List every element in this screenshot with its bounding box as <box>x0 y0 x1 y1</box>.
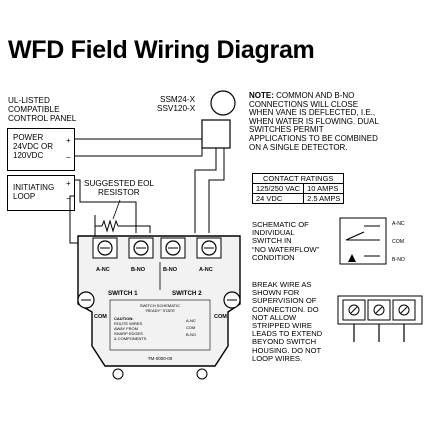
eol-pointer <box>112 199 121 220</box>
caution-5: & COMPONENTS <box>114 336 147 341</box>
detector-wire-1 <box>194 148 217 233</box>
schematic-title-1: SWITCH SCHEMATIC <box>140 303 180 308</box>
schematic-title-2: “READY” STATE <box>145 308 175 313</box>
schematic-caption-3: SWITCH IN <box>252 236 292 246</box>
power-minus-wire <box>75 148 203 157</box>
com-label-1: COM <box>94 314 107 320</box>
note-line-4: WHEN WATER IS FLOWING. DUAL <box>249 116 379 126</box>
page-title: WFD Field Wiring Diagram <box>8 36 315 64</box>
caution-1: CAUTION: <box>114 316 134 321</box>
schematic-label-bno: B-NO <box>392 257 405 263</box>
note-line-2: CONNECTIONS WILL CLOSE <box>249 99 359 109</box>
break-wire-line-4: CONNECTION. DO <box>252 304 319 314</box>
eol-resistor-icon <box>101 219 119 233</box>
initiating-loop-box: INITIATING LOOP + − <box>7 175 75 211</box>
mount-left-icon <box>112 368 124 380</box>
note-line-3: WHEN VANE IS DEFLECTED, I.E., <box>249 108 376 118</box>
break-wire-line-7: LEADS TO EXTEND <box>252 329 323 339</box>
block-term-anc: A-NC <box>186 318 196 323</box>
break-wire-line-5: NOT ALLOW <box>252 312 297 322</box>
mount-right-icon <box>196 368 208 380</box>
break-wire-line-9: HOUSING. DO NOT <box>252 345 322 355</box>
break-wire-line-1: BREAK WIRE AS <box>252 280 312 289</box>
model-ssm24: SSM24-X <box>160 95 196 104</box>
loop-plus: + <box>66 179 71 188</box>
break-wire-line-8: BEYOND SWITCH <box>252 337 317 347</box>
switch-2-label: SWITCH 2 <box>172 290 202 297</box>
rating-current-dc: 2.5 AMPS <box>303 193 345 204</box>
break-wire-line-6: STRIPPED WIRE <box>252 321 312 331</box>
note-line-5: SWITCHES PERMIT <box>249 125 324 135</box>
model-ssv120: SSV120-X <box>157 104 196 113</box>
initiating-label: INITIATING <box>13 183 55 192</box>
panel-heading-line-3: CONTROL PANEL <box>8 114 77 123</box>
eol-label-line-2: RESISTOR <box>98 188 140 197</box>
block-term-bno: B-NO <box>186 332 196 337</box>
panel-heading-line-1: UL-LISTED <box>8 96 50 105</box>
switch-housing <box>77 235 241 367</box>
block-term-com: COM <box>186 325 195 330</box>
break-wire-line-10: LOOP WIRES. <box>252 353 303 363</box>
power-minus: − <box>66 153 71 162</box>
power-box: POWER 24VDC OR 120VDC + − <box>7 128 75 171</box>
label-panel <box>109 299 211 351</box>
caution-3: AWAY FROM <box>114 326 138 331</box>
caution-2: ROUTE WIRES <box>114 321 143 326</box>
power-plus: + <box>66 136 71 145</box>
note-block: NOTE: COMMON AND B-NO CONNECTIONS WILL C… <box>249 91 425 152</box>
break-wire-text: BREAK WIRE AS SHOWN FOR SUPERVISION OF C… <box>252 280 323 363</box>
schematic-caption-2: INDIVIDUAL <box>252 228 295 238</box>
panel-heading-line-2: COMPATIBLE <box>8 105 60 114</box>
part-number: TM-0000-00 <box>148 356 173 361</box>
schematic-caption-1: SCHEMATIC OF <box>252 220 309 229</box>
terminal-label-4: A-NC <box>199 267 213 273</box>
detector-wire-2 <box>208 148 225 233</box>
break-wire-line-3: SUPERVISION OF <box>252 296 317 306</box>
switch-1-label: SWITCH 1 <box>108 290 138 297</box>
caution-4: SHARP EDGES <box>114 331 143 336</box>
break-wire-line-2: SHOWN FOR <box>252 288 300 298</box>
schematic-caption-4: “NO WATERFLOW” <box>252 244 320 254</box>
eol-lead-left <box>94 215 102 227</box>
terminal-label-2: B-NO <box>131 267 146 273</box>
schematic-lever <box>345 231 365 241</box>
power-voltage-1: 24VDC OR <box>13 142 54 151</box>
eol-lead-right <box>118 225 151 233</box>
note-line-7: ON A SINGLE DETECTOR. <box>249 142 348 152</box>
note-line-6: APPLICATIONS TO BE COMBINED <box>249 133 378 143</box>
detector-box <box>201 119 231 149</box>
eol-label-line-1: SUGGESTED EOL <box>84 179 155 188</box>
terminal-label-1: A-NC <box>96 267 110 273</box>
schematic-frame <box>339 217 387 265</box>
loop-plus-wire <box>75 179 137 233</box>
schematic-label-anc: A-NC <box>392 221 405 227</box>
schematic-caption-5: CONDITION <box>252 252 295 262</box>
detector-bell-icon <box>210 90 236 116</box>
schematic-caption: SCHEMATIC OF INDIVIDUAL SWITCH IN “NO WA… <box>252 220 320 262</box>
com-label-2: COM <box>214 314 227 320</box>
schematic-label-com: COM <box>392 239 404 245</box>
terminal-label-3: B-NO <box>163 267 178 273</box>
note-label: NOTE: <box>249 91 274 100</box>
loop-label: LOOP <box>13 192 36 201</box>
loop-minus-wire <box>69 195 78 244</box>
contact-ratings-table: CONTACT RATINGS 125/250 VAC 10 AMPS 24 V… <box>251 173 345 204</box>
schematic-arrow-icon <box>348 254 356 262</box>
note-line-1: COMMON AND B-NO <box>276 91 355 100</box>
power-voltage-2: 120VDC <box>13 151 44 160</box>
power-label: POWER <box>13 133 44 142</box>
loop-minus: − <box>66 194 71 203</box>
